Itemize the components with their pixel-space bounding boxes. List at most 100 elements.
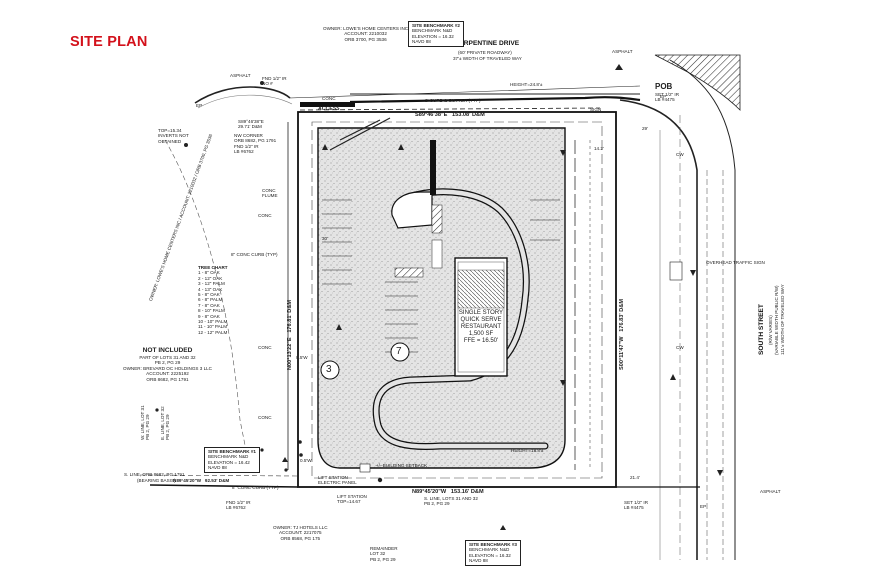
height-ne: HEIGHT=24.8'± [510, 82, 543, 87]
setback-line [311, 121, 603, 479]
owner-lowes-line: ACCOUNT: 2210032 [344, 31, 387, 37]
conc-curb-typ: 8" CONC CURB (TYP) [231, 252, 278, 257]
height-se: HEIGHT=18.8'± [511, 448, 544, 453]
conc-label-4: CONC [258, 415, 272, 420]
owner-lowes: OWNER: LOWE'S HOME CENTERS INC ACCOUNT: … [323, 26, 408, 42]
dim-05: 0.5'W [296, 355, 308, 360]
tree-chart-item: 6 - 8" PALM [198, 297, 223, 303]
hatched-corner [654, 54, 741, 111]
bldg-setback: +/- BUILDING SETBACK [376, 463, 428, 468]
s-line-lots: S. LINE, LOTS 31 AND 32 PB 2, PG 29 [424, 496, 478, 507]
southwest-line [149, 484, 299, 488]
owner-tj-hotels: OWNER: TJ HOTELS LLC ACCOUNT: 2217075 OR… [273, 525, 328, 541]
tree-chart-item: 8 - 10" PALM [198, 308, 225, 314]
cw-2: CW [676, 345, 684, 350]
tree-chart: TREE CHART 1 - 8" OAK 2 - 12" OAK 3 - 12… [198, 265, 228, 335]
traffic-arrows [322, 144, 723, 476]
conc-curb-typ-2: 8" CONC CURB (TYP) [232, 485, 279, 490]
owner-tj-line: OWNER: TJ HOTELS LLC [273, 525, 328, 530]
s-line-brevard: S. LINE, ORB 8682, PG 1791 [124, 472, 185, 477]
dim-29: 29' [642, 126, 648, 131]
lift-station-top: LIFT STATION TOP=14.67 [337, 494, 367, 505]
serpentine-drive-sub1: (60' PRIVATE ROADWAY) [458, 50, 512, 55]
parking-hatch-2 [431, 204, 443, 234]
tree-chart-item: 2 - 12" OAK [198, 275, 223, 281]
owner-lowes-line: ORB 3700, PG 3536 [344, 36, 387, 42]
tree-chart-item: 10 - 10" PALM [198, 319, 228, 325]
sign-label: SIGN [590, 107, 602, 112]
conc-label-2: CONC [258, 213, 272, 218]
parking-hatch-3 [431, 239, 443, 269]
bm1-marker [282, 457, 288, 462]
parking-7-circle [390, 342, 410, 362]
benchmark-line: BENCHMARK N&D [412, 28, 453, 34]
bearing-north: S89°46'38"E 153.08' D&M [415, 112, 485, 118]
nw-curve-road [194, 86, 291, 104]
benchmark-line: ELEVATION = 16.42 [208, 459, 250, 465]
bearing-west: N00°13'22"E 176.81' D&M [287, 299, 293, 370]
lift-station-box [359, 463, 371, 473]
south-street-edge-west [619, 99, 698, 560]
tree-chart-item: 5 - 8" OAK [198, 292, 220, 298]
conc-flume: CONC FLUME [262, 188, 278, 199]
bm2-marker [615, 64, 623, 70]
building-line: SINGLE STORY [458, 310, 504, 316]
serpentine-drive-edge-2 [289, 85, 641, 99]
benchmark-line: NAVD 88 [208, 465, 227, 471]
not-included-heading: NOT INCLUDED [142, 347, 193, 354]
building-line: RESTAURANT [460, 324, 502, 330]
building-line: QUICK SERVE [460, 317, 502, 323]
south-street-median [706, 170, 724, 560]
benchmark-title: SITE BENCHMARK #3 [469, 542, 517, 547]
benchmark-title: SITE BENCHMARK #2 [412, 23, 460, 28]
not-included-line: PART OF LOTS 31 AND 32 [139, 355, 196, 360]
dim-05b: 0.5'W [300, 458, 312, 463]
parking-3-circle [320, 360, 340, 380]
ep-3: EP [700, 504, 707, 509]
asphalt-se: ASPHALT [760, 489, 781, 494]
benchmark-line: BENCHMARK N&D [469, 547, 510, 553]
tree-chart-item: 3 - 12" PALM [198, 281, 225, 287]
serpentine-drive-sub2: 37'± WIDTH OF TRAVELED WAY [453, 56, 522, 61]
tree-chart-item: 9 - 8" OAK [198, 313, 220, 319]
property-boundary [297, 111, 617, 488]
sw-fence [139, 474, 299, 477]
not-included-owner: ACCOUNT: 2225192 [146, 371, 189, 377]
benchmark-line: BENCHMARK N&D [208, 454, 249, 460]
not-included-owner: OWNER: BREVARD OC HOLDINGS 3 LLC [123, 365, 212, 371]
bearing-east: S00°11'47"W 176.83' D&M [619, 299, 625, 370]
overhead-sign-box [669, 261, 683, 281]
serpentine-drive-name: SERPENTINE DRIVE [455, 40, 520, 47]
conc-label-3: CONC [258, 345, 272, 350]
building-inner [457, 261, 505, 373]
benchmark-line: NAVD 88 [412, 39, 431, 45]
entry-diagonal [329, 117, 391, 151]
dim-30: 30' [322, 236, 328, 241]
tree-chart-item: 7 - 8" OAK [198, 302, 220, 308]
set-ir-se: SET 1/2" IR LB #4475 [624, 500, 649, 511]
page-title: SITE PLAN [70, 34, 148, 50]
parking-7-label: 7 [396, 346, 402, 357]
asphalt-nw: ASPHALT [230, 73, 251, 78]
access-label: ACCESS [318, 106, 340, 112]
parking-hatch-1 [394, 267, 424, 278]
bearing-basis: (BEARING BASIS) [137, 478, 176, 483]
pob-label: POB [655, 82, 673, 91]
parking-3-label: 3 [326, 364, 332, 375]
benchmark-line: NAVD 88 [469, 558, 488, 564]
building-label: SINGLE STORY QUICK SERVE RESTAURANT 1,50… [455, 310, 507, 345]
access-bar [300, 102, 355, 107]
top-invert: TOP=15.34 INVERTS NOT OBTAINED [158, 128, 189, 144]
benchmark-line: ELEVATION = 16.32 [412, 33, 454, 39]
owner-tj-line: ORB 8568, PG 175 [280, 535, 321, 541]
north-curb-dashed [299, 107, 601, 111]
tree-markers [155, 81, 383, 483]
south-street-sub1: (R/W VARIES) [768, 315, 773, 345]
tree-chart-item: 11 - 10" PALM [198, 324, 228, 330]
curb-gutter: 2' CURB & GUTTER (TYP) [425, 98, 481, 103]
benchmark-line: ELEVATION = 16.32 [469, 552, 511, 558]
south-street-sub2: (VARIABLE WIDTH PUBLIC R/W) [774, 285, 779, 355]
e-line: E. LINE, LOT 32 PB 2, PG 29 [160, 406, 171, 440]
conc-label-1: CONC [322, 96, 336, 101]
